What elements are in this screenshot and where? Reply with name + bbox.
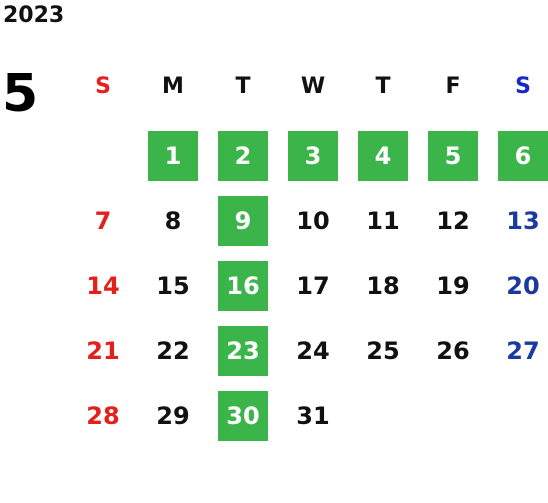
day-cell[interactable]: 30	[208, 383, 278, 448]
day-number: 19	[436, 271, 470, 300]
highlighted-day-number: 6	[498, 130, 548, 181]
highlighted-day-number: 4	[358, 130, 408, 181]
day-cell[interactable]: 1	[138, 123, 208, 188]
day-cell[interactable]: 29	[138, 383, 208, 448]
highlighted-day-number: 3	[288, 130, 338, 181]
day-number: 8	[164, 206, 182, 235]
day-number: 12	[436, 206, 470, 235]
day-cell[interactable]: 17	[278, 253, 348, 318]
weekday-header-saturday: S	[515, 74, 531, 99]
day-cell[interactable]: 26	[418, 318, 488, 383]
day-number: 26	[436, 336, 470, 365]
highlighted-day-number: 30	[218, 390, 268, 441]
highlighted-day-number: 16	[218, 260, 268, 311]
day-cell[interactable]: 10	[278, 188, 348, 253]
day-cell[interactable]: 21	[68, 318, 138, 383]
day-number: 18	[366, 271, 400, 300]
highlighted-day-number: 1	[148, 130, 198, 181]
day-number: 29	[156, 401, 190, 430]
highlighted-day-number: 23	[218, 325, 268, 376]
day-cell[interactable]: 16	[208, 253, 278, 318]
calendar-year: 2023	[3, 3, 65, 28]
day-cell[interactable]: 7	[68, 188, 138, 253]
day-number: 22	[156, 336, 190, 365]
day-number: 14	[86, 271, 120, 300]
day-cell[interactable]: 27	[488, 318, 548, 383]
day-number: 7	[94, 206, 112, 235]
day-cell[interactable]: 22	[138, 318, 208, 383]
highlighted-day-number: 9	[218, 195, 268, 246]
day-number: 11	[366, 206, 400, 235]
day-number: 17	[296, 271, 330, 300]
day-cell[interactable]: 2	[208, 123, 278, 188]
day-cell[interactable]: 28	[68, 383, 138, 448]
day-cell[interactable]: 12	[418, 188, 488, 253]
day-cell[interactable]: 4	[348, 123, 418, 188]
weekday-header-monday: M	[162, 74, 184, 99]
day-cell[interactable]: 19	[418, 253, 488, 318]
day-cell[interactable]: 20	[488, 253, 548, 318]
day-number: 20	[506, 271, 540, 300]
day-number: 13	[506, 206, 540, 235]
weekday-header-thursday: T	[375, 74, 391, 99]
day-cell[interactable]: 25	[348, 318, 418, 383]
day-number: 28	[86, 401, 120, 430]
day-number: 31	[296, 401, 330, 430]
day-cell[interactable]: 6	[488, 123, 548, 188]
empty-day-cell	[68, 123, 138, 188]
day-number: 27	[506, 336, 540, 365]
highlighted-day-number: 5	[428, 130, 478, 181]
day-cell[interactable]: 15	[138, 253, 208, 318]
day-cell[interactable]: 5	[418, 123, 488, 188]
day-cell[interactable]: 3	[278, 123, 348, 188]
highlighted-day-number: 2	[218, 130, 268, 181]
day-cell[interactable]: 9	[208, 188, 278, 253]
day-cell[interactable]: 13	[488, 188, 548, 253]
day-cell[interactable]: 31	[278, 383, 348, 448]
day-number: 15	[156, 271, 190, 300]
day-number: 25	[366, 336, 400, 365]
day-number: 24	[296, 336, 330, 365]
day-cell[interactable]: 8	[138, 188, 208, 253]
day-cell[interactable]: 23	[208, 318, 278, 383]
calendar-month: 5	[2, 64, 39, 124]
day-number: 10	[296, 206, 330, 235]
day-cell[interactable]: 18	[348, 253, 418, 318]
weekday-header-tuesday: T	[235, 74, 251, 99]
day-cell[interactable]: 11	[348, 188, 418, 253]
day-cell[interactable]: 14	[68, 253, 138, 318]
weekday-header-sunday: S	[95, 74, 111, 99]
weekday-header-friday: F	[445, 74, 461, 99]
day-cell[interactable]: 24	[278, 318, 348, 383]
day-number: 21	[86, 336, 120, 365]
weekday-header-wednesday: W	[300, 74, 326, 99]
